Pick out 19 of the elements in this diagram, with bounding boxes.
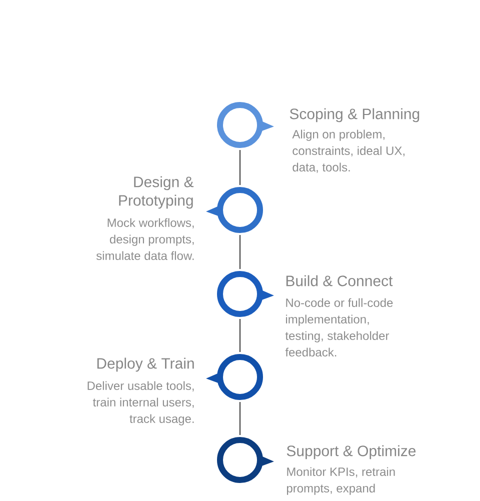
step-title: Build & Connect <box>286 275 393 286</box>
step-circle <box>217 437 274 483</box>
step-title: Support & Optimize <box>286 445 416 460</box>
connector-line <box>239 402 241 435</box>
step-description: Monitor KPIs, retrain prompts, expand <box>286 467 395 495</box>
step-title: Design & Prototyping <box>119 176 194 209</box>
step-circle <box>217 102 274 148</box>
step-description: Deliver usable tools, train internal users, track usage. <box>88 381 194 426</box>
step-title: Scoping & Planning <box>290 108 420 122</box>
step-title: Deploy & Train <box>97 358 194 372</box>
step-circle <box>206 354 263 400</box>
step-description: Align on problem, constraints, ideal UX, data, tools. <box>292 130 404 173</box>
connector-line <box>239 235 241 269</box>
step-description: No-code or full-code implementation, testing, stakeholder feedback. <box>285 298 393 356</box>
step-circle <box>217 271 274 317</box>
connector-line <box>239 150 241 185</box>
connector-line <box>239 319 241 352</box>
step-description: Mock workflows, design prompts, simulate data flow. <box>96 218 194 260</box>
step-circle <box>206 187 263 233</box>
